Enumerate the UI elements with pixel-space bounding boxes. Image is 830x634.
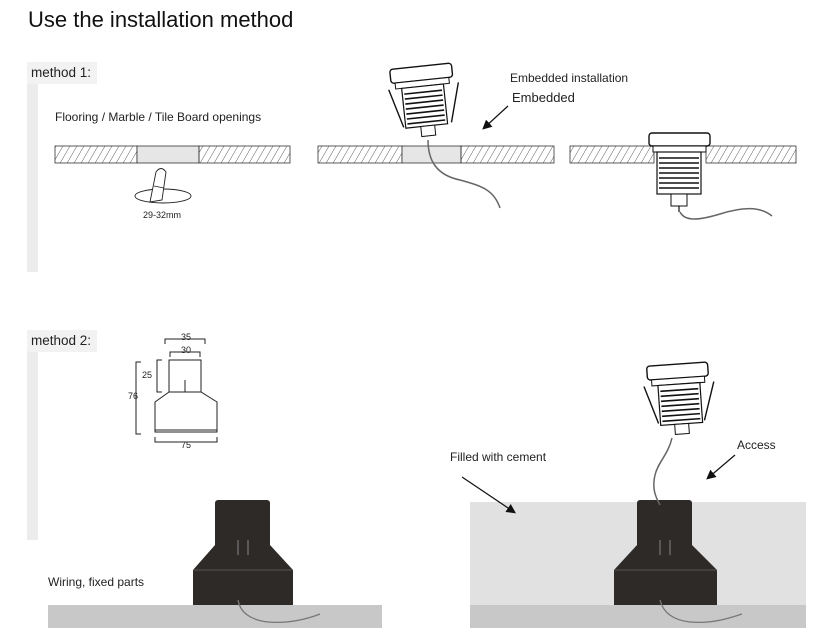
method1-label-bar bbox=[27, 62, 97, 84]
cable-icon bbox=[653, 437, 673, 506]
method1-bracket bbox=[27, 62, 38, 272]
embedded-caption-line1: Embedded installation bbox=[510, 71, 629, 85]
led-light-installed-icon bbox=[648, 132, 711, 212]
method2-label-bar bbox=[27, 330, 97, 352]
dim-top-inner: 30 bbox=[181, 345, 192, 355]
arrow-icon bbox=[706, 454, 736, 480]
tile-board-embedding bbox=[317, 145, 555, 164]
method2-bracket bbox=[27, 330, 38, 540]
wiring-caption: Wiring, fixed parts bbox=[48, 575, 145, 589]
embedded-caption-line2: Embedded bbox=[512, 90, 575, 105]
cable-icon bbox=[427, 139, 501, 209]
led-light-tilted-icon bbox=[643, 361, 715, 435]
dim-total-height: 76 bbox=[128, 391, 139, 401]
drill-bit-icon bbox=[134, 168, 192, 204]
tile-board-installed bbox=[569, 145, 797, 164]
method2-label: method 2: bbox=[31, 333, 92, 348]
housing-dimension-drawing bbox=[135, 338, 218, 443]
cable-icon bbox=[659, 599, 743, 624]
dim-base-width: 75 bbox=[181, 440, 192, 450]
ground-slab bbox=[470, 605, 806, 628]
dim-neck-height: 25 bbox=[142, 370, 153, 380]
dim-top-outer: 35 bbox=[181, 332, 192, 342]
method1-label: method 1: bbox=[31, 65, 92, 80]
filled-caption: Filled with cement bbox=[450, 450, 547, 464]
arrow-icon bbox=[461, 476, 516, 514]
tile-board-opening bbox=[54, 145, 291, 164]
page-title: Use the installation method bbox=[28, 7, 294, 32]
ground-slab bbox=[48, 605, 382, 628]
embedded-sleeve-icon bbox=[614, 500, 717, 605]
hole-size-label: 29-32mm bbox=[143, 210, 182, 220]
embedded-sleeve-icon bbox=[193, 500, 293, 605]
access-caption: Access bbox=[737, 438, 776, 452]
cable-icon bbox=[679, 207, 773, 220]
opening-caption: Flooring / Marble / Tile Board openings bbox=[55, 110, 262, 124]
cable-icon bbox=[237, 599, 321, 624]
arrow-icon bbox=[482, 105, 509, 130]
led-light-tilted-icon bbox=[388, 62, 460, 138]
